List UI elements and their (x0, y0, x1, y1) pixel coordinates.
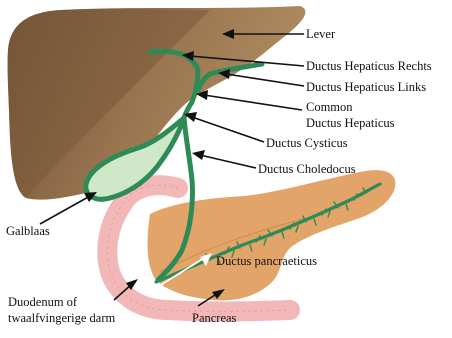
label-common-line1: Common (306, 100, 353, 114)
label-ductus-cysticus: Ductus Cysticus (266, 136, 348, 150)
label-ductus-choledocus: Ductus Choledocus (258, 162, 356, 176)
label-ductus-hepaticus-links: Ductus Hepaticus Links (306, 80, 426, 94)
arrow-ductus-cysticus (184, 112, 264, 142)
label-ductus-pancraeticus: Ductus pancraeticus (216, 254, 317, 268)
label-pancreas: Pancreas (192, 311, 237, 325)
arrow-common-ductus-hepaticus (196, 90, 302, 110)
label-lever: Lever (306, 27, 336, 41)
arrow-ductus-choledocus (192, 150, 256, 168)
label-duodenum-line1: Duodenum of (8, 295, 78, 309)
label-common-line2: Ductus Hepaticus (306, 116, 395, 130)
label-galblaas: Galblaas (6, 224, 50, 238)
label-ductus-hepaticus-rechts: Ductus Hepaticus Rechts (306, 59, 432, 73)
label-duodenum-line2: twaalfvingerige darm (8, 311, 116, 325)
